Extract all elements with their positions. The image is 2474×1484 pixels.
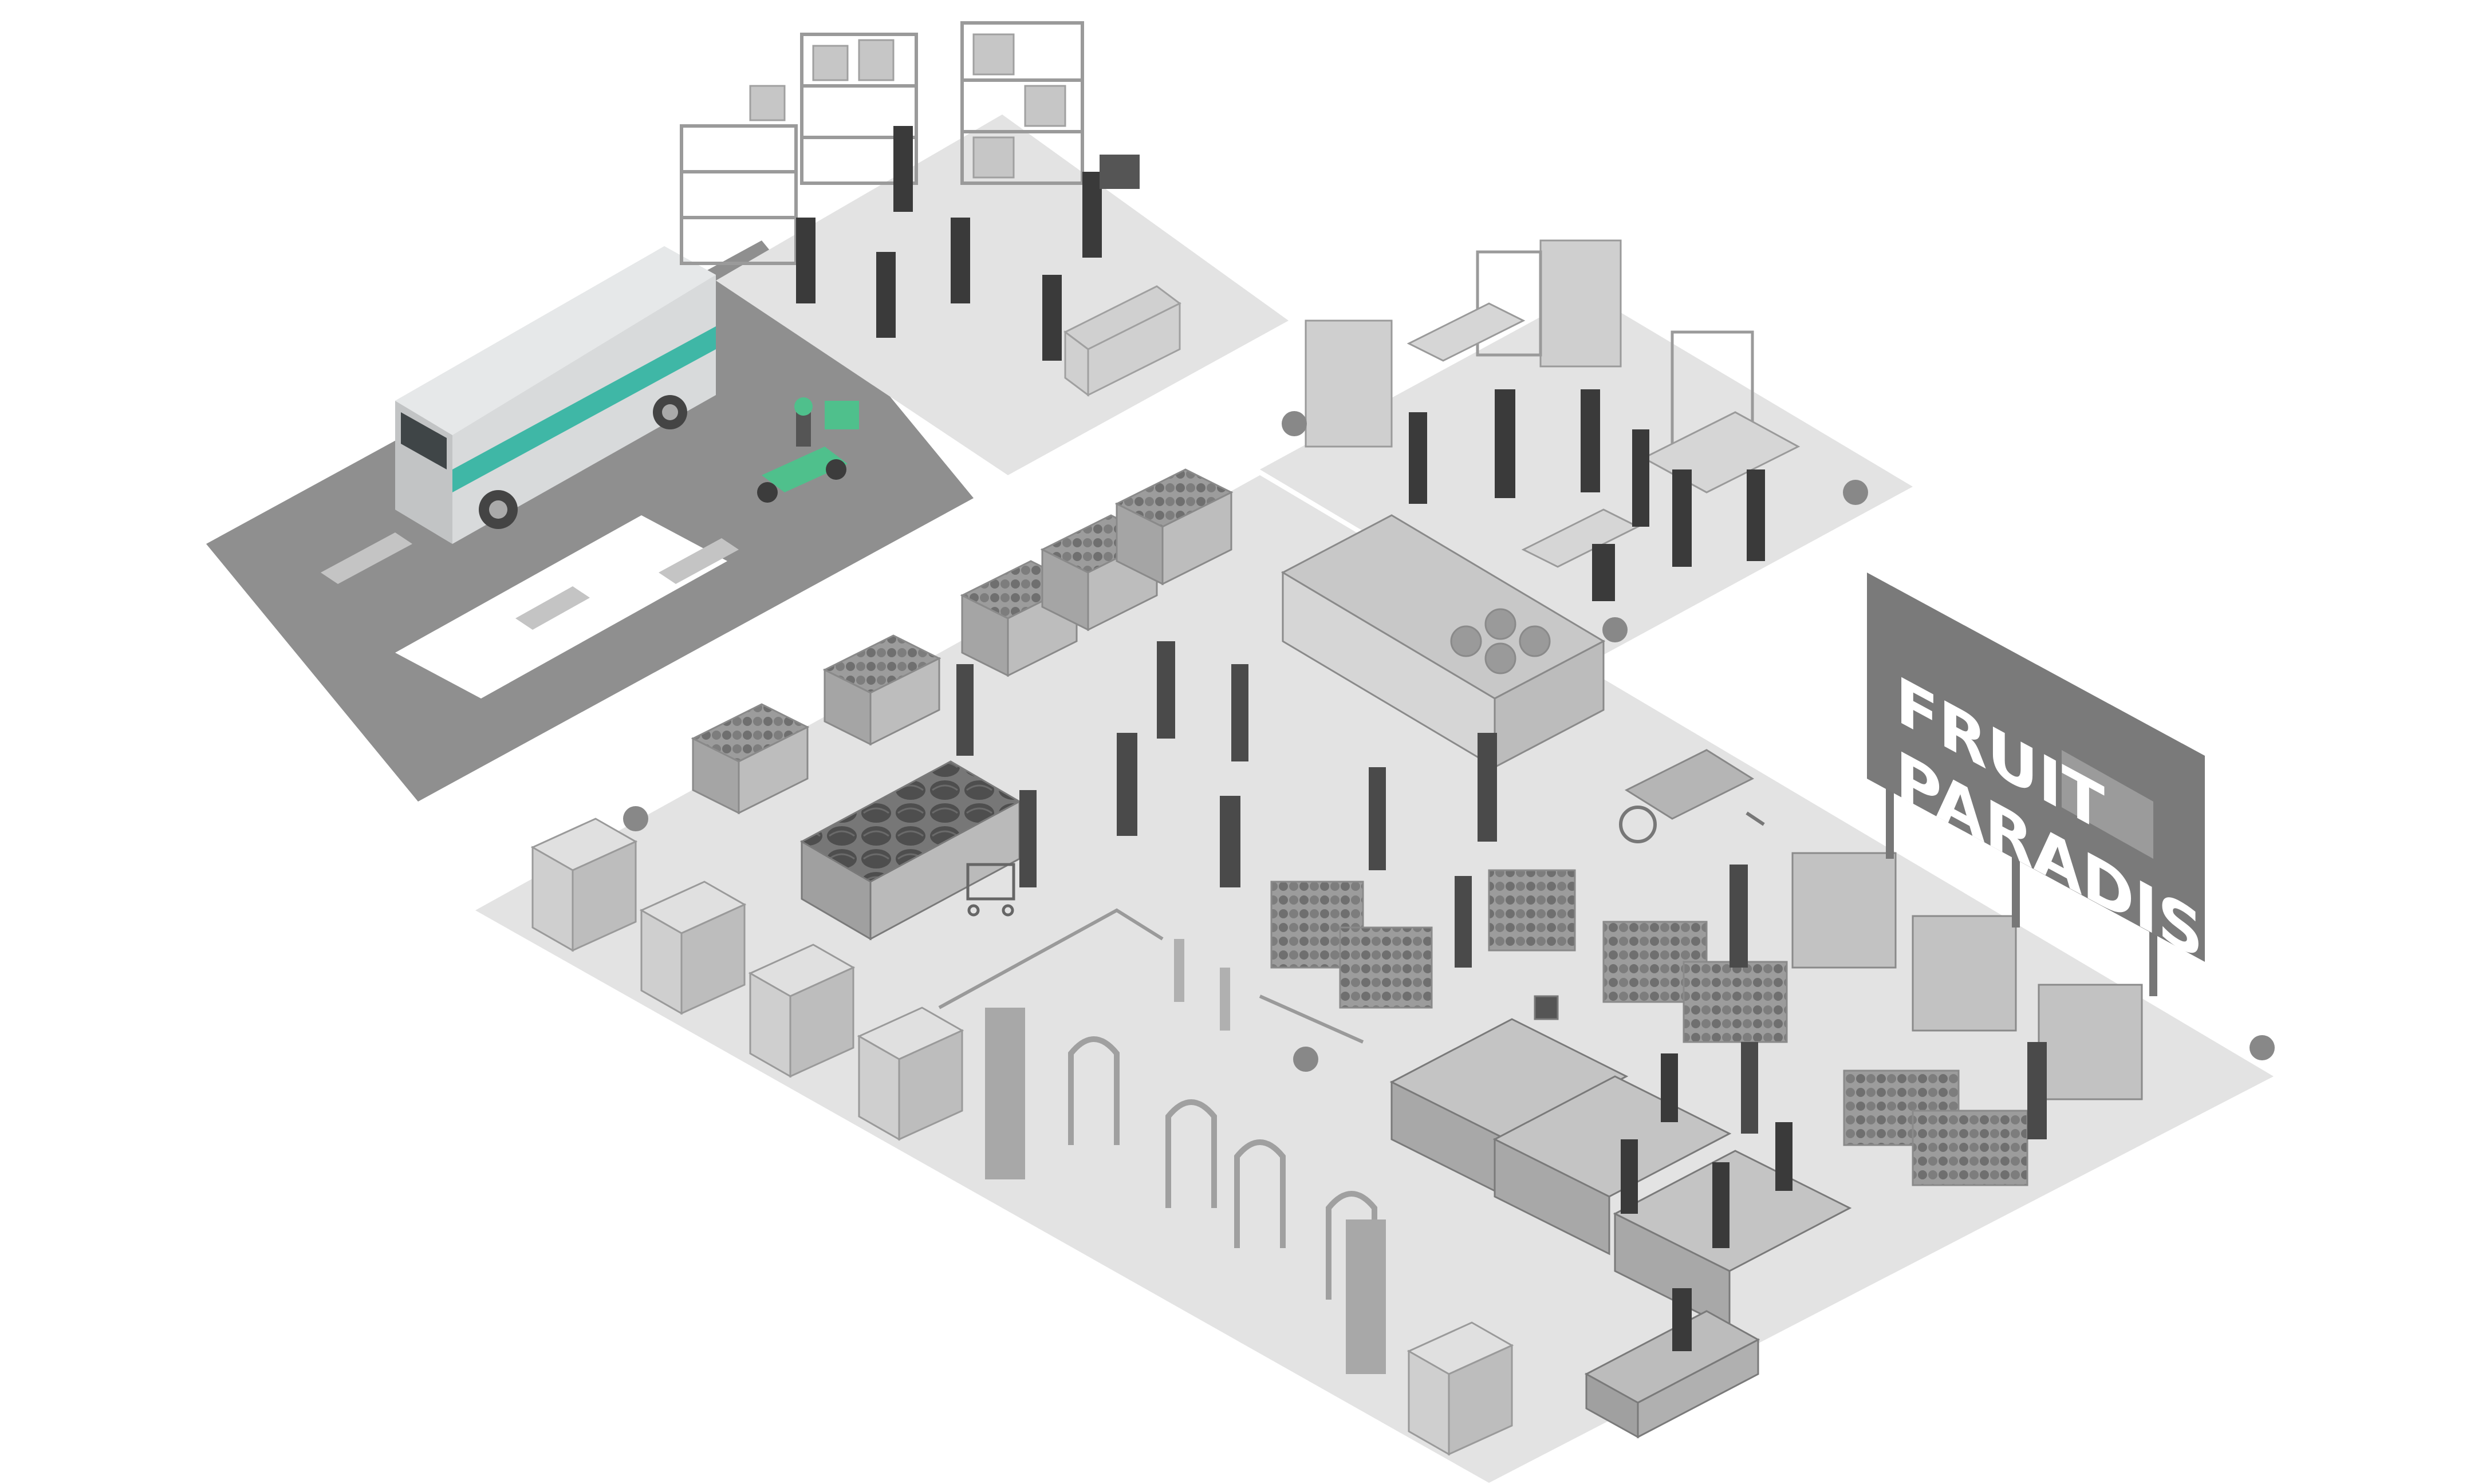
crate-stack <box>822 634 941 746</box>
pillars <box>985 1008 1386 1374</box>
potted-plant <box>623 806 2275 1072</box>
filing-cabinet <box>1305 239 1622 448</box>
produce-shelving <box>1791 852 2143 1100</box>
cashiers <box>1621 1053 1793 1248</box>
office-area <box>1260 239 1913 664</box>
crate-stack <box>691 703 810 815</box>
delivery-van <box>395 246 716 544</box>
shopping-cart <box>966 863 1015 917</box>
warehouse-boxes <box>749 33 1066 179</box>
produce-crates <box>691 468 1234 815</box>
delivery-scooter <box>757 397 859 503</box>
potted-plant <box>1282 411 1868 642</box>
basket-stations <box>530 818 1514 1456</box>
road-markings <box>321 532 739 630</box>
warehouse-area <box>680 21 1289 475</box>
store-sign <box>1867 573 2205 996</box>
fruit-cart <box>1619 749 1765 843</box>
entrance-railing <box>938 908 1364 1044</box>
warehouse-workers <box>796 126 1102 361</box>
security-gates <box>1068 1036 1377 1300</box>
crate-stack <box>1114 468 1234 586</box>
waiting-sofa <box>1584 1288 1760 1439</box>
wall-monitor <box>1100 155 1140 189</box>
produce-crates-right <box>1270 869 2028 1186</box>
shoppers <box>956 641 2047 1139</box>
road <box>206 240 974 802</box>
checkout-counter <box>1389 1018 1629 1198</box>
warehouse-shelf <box>680 124 798 265</box>
turnstile <box>1174 939 1230 1031</box>
office-workers <box>1409 389 1765 601</box>
warehouse-shelf <box>960 21 1084 185</box>
cash-register <box>1534 995 1559 1020</box>
packing-table <box>1063 285 1181 397</box>
